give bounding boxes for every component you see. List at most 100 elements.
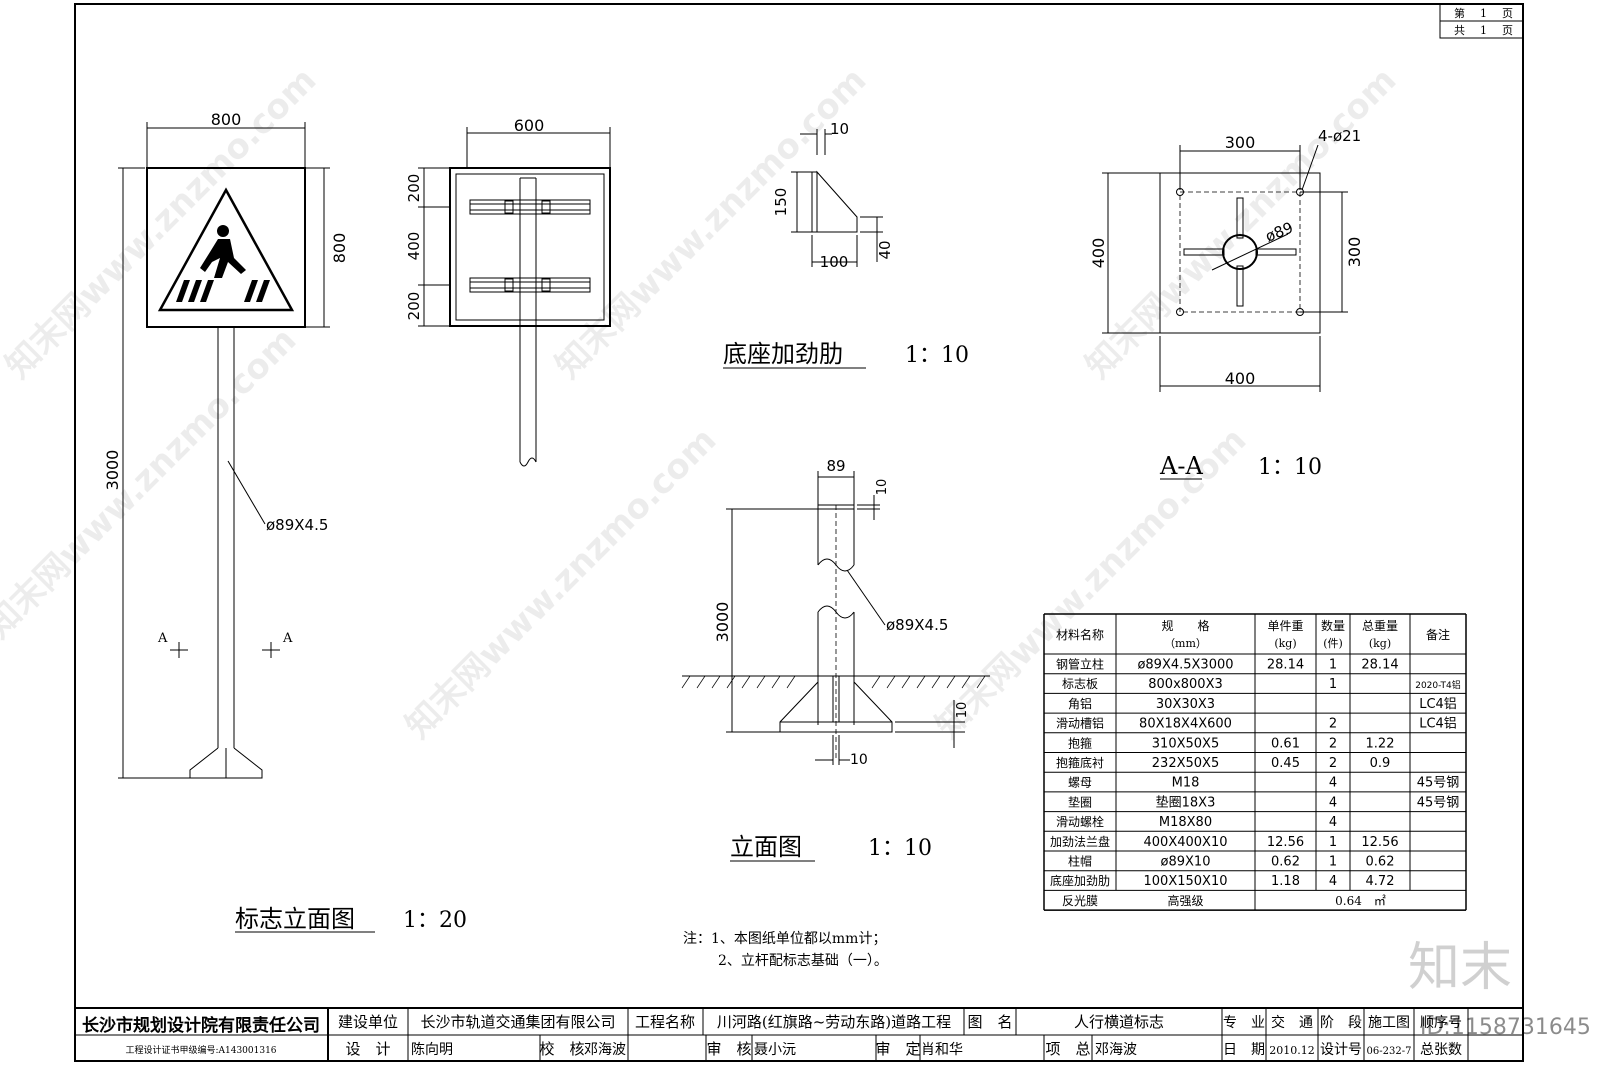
back-dim-top: 200 <box>405 174 423 203</box>
approve-label: 审 定 <box>875 1040 920 1058</box>
note-line-2: 2、立杆配标志基础（一）。 <box>718 952 888 969</box>
table-item-name: 抱箍底衬 <box>1056 755 1104 770</box>
table-cell: 12.56 <box>1267 835 1304 850</box>
table-item-name: 角铝 <box>1068 696 1092 711</box>
table-item-name: 螺母 <box>1068 776 1092 790</box>
sign-elevation-view: 800 800 3000 ø89X4.5 <box>103 110 467 933</box>
sheet-no: 1 <box>1480 7 1487 20</box>
table-cell: 0.62 <box>1366 855 1395 870</box>
table-cell: 30X30X3 <box>1156 697 1215 712</box>
table-cell: 28.14 <box>1267 658 1304 673</box>
sliding-rail-bottom <box>469 277 591 293</box>
table-item-name: 抱箍 <box>1068 735 1092 750</box>
table-header: (kg) <box>1369 637 1391 650</box>
table-cell: 232X50X5 <box>1152 756 1219 771</box>
table-cell: 2 <box>1329 717 1337 732</box>
table-cell: 高强级 <box>1167 893 1203 908</box>
table-cell: 垫圈18X3 <box>1156 794 1216 810</box>
table-item-name: 反光膜 <box>1062 894 1098 908</box>
sign-elevation-title: 标志立面图 <box>235 905 355 933</box>
elev-dim-rib: 10 <box>850 752 868 768</box>
section-mark-left: A <box>157 631 168 646</box>
table-cell: 2 <box>1329 756 1337 771</box>
table-cell: 4 <box>1329 776 1337 791</box>
table-header: 单件重 <box>1267 619 1303 633</box>
rib-detail: 10 150 100 40 底座加劲肋 1：10 <box>723 120 969 369</box>
stage-value: 施工图 <box>1368 1015 1410 1031</box>
table-item-name: 垫圈 <box>1068 794 1092 809</box>
rib-shape <box>816 170 858 233</box>
approver: 肖和华 <box>921 1042 963 1058</box>
warning-triangle <box>157 187 295 312</box>
back-dim-bot: 200 <box>405 292 423 321</box>
table-header: (件) <box>1323 637 1343 650</box>
table-item-name: 底座加劲肋 <box>1050 873 1110 888</box>
rib-dim-t: 10 <box>830 120 849 138</box>
lead: 邓海波 <box>1095 1042 1137 1058</box>
sliding-rail-top <box>469 199 591 215</box>
table-cell: 100X150X10 <box>1144 874 1228 889</box>
dim-width: 800 <box>211 110 242 129</box>
rib-scale: 1：10 <box>905 343 969 368</box>
table-item-name: 钢管立柱 <box>1056 657 1104 672</box>
check-label: 校 核 <box>539 1040 584 1058</box>
major-value: 交 通 <box>1271 1014 1313 1031</box>
table-cell: 0.45 <box>1271 756 1300 771</box>
pedestrian-icon <box>176 225 270 302</box>
watermark-id: ID:1158731645 <box>1420 1015 1591 1040</box>
drawing-value: 人行横道标志 <box>1074 1013 1164 1031</box>
rib-dim-h: 150 <box>772 188 790 217</box>
table-cell: 80X18X4X600 <box>1139 717 1232 732</box>
aa-scale: 1：10 <box>1258 455 1322 480</box>
elev-pipe-spec: ø89X4.5 <box>886 616 948 634</box>
project-value: 川河路(红旗路~劳动东路)道路工程 <box>717 1013 951 1031</box>
elevation-scale: 1：10 <box>868 836 932 861</box>
table-header: （mm） <box>1164 637 1207 650</box>
flange-plate <box>1159 172 1321 334</box>
watermark-2: 知末网www.znzmo.com <box>548 60 874 386</box>
elev-dim-plate: 10 <box>955 702 970 719</box>
elev-dim-cap: 10 <box>875 479 890 496</box>
table-item-name: 滑动螺栓 <box>1056 814 1104 829</box>
company-cert: 工程设计证书甲级编号:A143001316 <box>125 1044 276 1056</box>
pipe-spec: ø89X4.5 <box>266 516 328 534</box>
table-cell: M18X80 <box>1159 815 1212 830</box>
dim-pole: 3000 <box>103 450 122 491</box>
number-value: 06-232-7 <box>1367 1046 1412 1057</box>
back-dim-width: 600 <box>514 116 545 135</box>
table-cell: 0.62 <box>1271 855 1300 870</box>
table-header: 数量 <box>1321 618 1345 633</box>
rib-dim-b: 100 <box>820 253 849 271</box>
aa-dim-bottom: 400 <box>1225 369 1256 388</box>
elev-dim-h: 3000 <box>713 602 732 643</box>
table-header: (kg) <box>1274 637 1296 650</box>
table-item-name: 加劲法兰盘 <box>1050 834 1110 849</box>
design-label: 设 计 <box>345 1040 390 1058</box>
sheet-counter: 第 1 页 共 1 页 <box>1439 3 1524 39</box>
drawing-label: 图 名 <box>967 1013 1012 1031</box>
table-header: 材料名称 <box>1056 627 1104 642</box>
table-cell: 45号钢 <box>1417 776 1460 791</box>
sign-elevation-scale: 1：20 <box>403 908 467 933</box>
total-sheets-label: 总张数 <box>1420 1042 1462 1058</box>
back-dim-mid: 400 <box>405 232 423 261</box>
reviewer: 聂小沅 <box>754 1042 796 1058</box>
total-no: 1 <box>1480 24 1487 37</box>
elev-dim-d: 89 <box>826 457 845 475</box>
table-cell: 4 <box>1329 874 1337 889</box>
table-cell: 1 <box>1329 658 1337 673</box>
table-cell: 2020-T4铝 <box>1415 679 1461 691</box>
watermark-logo: 知末 <box>1408 938 1512 998</box>
sheet-unit: 页 <box>1502 7 1513 20</box>
title-block: 长沙市规划设计院有限责任公司 工程设计证书甲级编号:A143001316 建设单… <box>75 1007 1523 1061</box>
review-label: 审 核 <box>706 1040 751 1058</box>
table-cell: ø89X10 <box>1161 855 1211 870</box>
elevation-view: 89 10 <box>681 457 990 862</box>
aa-dim-left: 400 <box>1089 238 1108 269</box>
total-label: 共 <box>1454 24 1465 37</box>
section-aa-view: 300 4-ø21 ø89 400 300 400 A-A <box>1089 127 1364 480</box>
section-mark-right: A <box>282 631 293 646</box>
date-value: 2010.12 <box>1269 1044 1315 1057</box>
dim-height: 800 <box>330 233 349 264</box>
